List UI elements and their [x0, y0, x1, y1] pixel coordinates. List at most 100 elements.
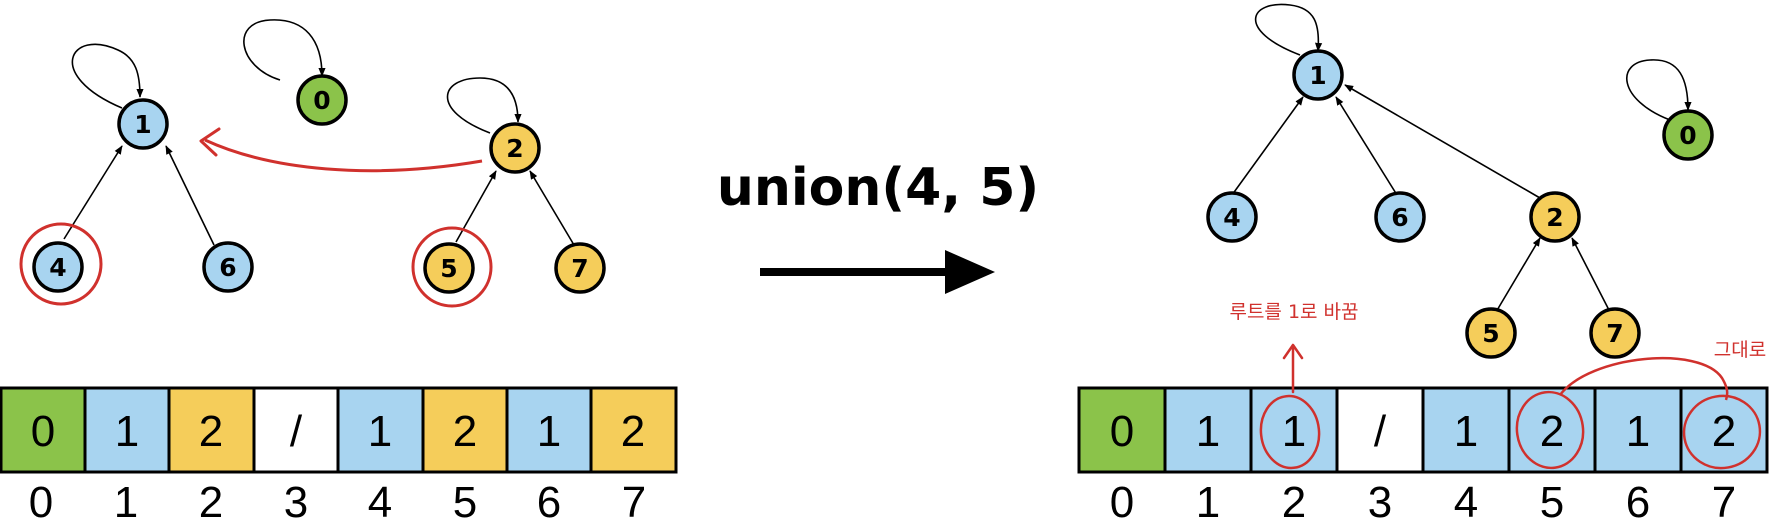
self-loop-2	[446, 77, 522, 134]
after-self-loop-1	[1254, 3, 1323, 56]
node-1-label: 1	[134, 110, 151, 139]
after-cell-1-value: 1	[1196, 407, 1220, 456]
before-graph: 1 0 2 4 6 5 7	[19, 19, 606, 308]
after-cell-7-value: 2	[1712, 407, 1736, 456]
after-index-2: 2	[1282, 478, 1306, 527]
annotation-circle-cell-2	[1259, 394, 1321, 470]
before-cell-5: 2	[421, 386, 509, 474]
annotation-circle-cell-5	[1515, 390, 1585, 470]
node-2-label: 2	[506, 134, 523, 163]
after-node-7: 7	[1589, 307, 1641, 359]
edge-4-1	[63, 145, 123, 240]
union-arrow	[204, 138, 483, 173]
after-index-7: 7	[1712, 478, 1736, 527]
after-cell-5: 2	[1507, 386, 1597, 474]
after-cell-3: /	[1335, 386, 1425, 474]
after-node-2: 2	[1529, 191, 1581, 243]
after-cell-5-value: 2	[1540, 407, 1564, 456]
node-5-label: 5	[440, 254, 457, 283]
before-array: 0 1 2 / 1 2 1 2	[0, 386, 678, 474]
after-node-2-label: 2	[1546, 203, 1563, 232]
after-node-0: 0	[1662, 109, 1714, 161]
annotation-root-changed: 루트를 1로 바꿈	[1229, 301, 1358, 323]
node-2: 2	[489, 122, 541, 174]
after-array: 0 1 1 / 1 2 1 2	[1077, 386, 1769, 474]
after-node-7-label: 7	[1606, 319, 1623, 348]
highlight-circle-5	[411, 226, 493, 308]
after-node-1-label: 1	[1309, 61, 1326, 90]
before-cell-4: 1	[336, 386, 425, 474]
after-cell-0-value: 0	[1110, 407, 1134, 456]
after-edge-5-2	[1495, 237, 1541, 313]
after-edge-7-2	[1571, 237, 1611, 313]
after-node-0-label: 0	[1679, 121, 1696, 150]
before-cell-1: 1	[83, 386, 171, 474]
after-cell-2-value: 1	[1282, 407, 1306, 456]
after-index-6: 6	[1626, 478, 1650, 527]
annotation-circle-cell-7	[1682, 394, 1762, 470]
before-cell-3-value: /	[290, 407, 303, 456]
before-cell-1-value: 1	[115, 407, 139, 456]
after-cell-6: 1	[1593, 386, 1683, 474]
after-edge-6-1	[1335, 96, 1398, 196]
before-index-4: 4	[368, 478, 392, 527]
after-graph: 1 0 4 6 2 5 7	[1206, 3, 1714, 359]
annotation-unchanged: 그대로	[1714, 339, 1766, 361]
after-index-4: 4	[1454, 478, 1478, 527]
edge-5-2	[455, 170, 497, 243]
after-node-6-label: 6	[1391, 203, 1408, 232]
after-self-loop-0	[1626, 59, 1692, 121]
self-loop-1	[71, 43, 144, 109]
after-node-1: 1	[1292, 49, 1344, 101]
before-cell-6-value: 1	[537, 407, 561, 456]
before-cell-7-value: 2	[621, 407, 645, 456]
before-index-2: 2	[199, 478, 223, 527]
before-cell-0-value: 0	[31, 407, 55, 456]
before-cell-7: 2	[589, 386, 678, 474]
after-cell-0: 0	[1077, 386, 1167, 474]
after-node-6: 6	[1374, 191, 1426, 243]
after-index-5: 5	[1540, 478, 1564, 527]
before-indices: 0 1 2 3 4 5 6 7	[29, 478, 646, 527]
before-cell-2-value: 2	[199, 407, 223, 456]
highlight-circle-4	[19, 222, 103, 306]
before-index-5: 5	[453, 478, 477, 527]
before-cell-2: 2	[167, 386, 256, 474]
node-0-label: 0	[313, 86, 330, 115]
node-1: 1	[117, 98, 169, 150]
node-6-label: 6	[219, 253, 236, 282]
edge-6-1	[165, 145, 215, 246]
node-7-label: 7	[571, 254, 588, 283]
after-edge-2-1	[1344, 84, 1541, 199]
annotation-arrow-up	[1282, 343, 1304, 394]
after-index-3: 3	[1368, 478, 1392, 527]
annotation-link-5-7	[1559, 356, 1729, 401]
node-0: 0	[296, 74, 348, 126]
node-5: 5	[423, 242, 475, 294]
before-cell-3: /	[252, 386, 340, 474]
before-index-0: 0	[29, 478, 53, 527]
after-node-4-label: 4	[1223, 203, 1240, 232]
before-index-3: 3	[284, 478, 308, 527]
after-cell-1: 1	[1163, 386, 1253, 474]
edge-7-2	[529, 170, 575, 246]
before-index-1: 1	[114, 478, 138, 527]
before-cell-0: 0	[0, 386, 87, 474]
node-7: 7	[554, 242, 606, 294]
after-indices: 0 1 2 3 4 5 6 7	[1110, 478, 1736, 527]
transition-arrow-head	[945, 250, 995, 294]
after-cell-7: 2	[1679, 386, 1769, 474]
before-cell-6: 1	[505, 386, 593, 474]
node-6: 6	[202, 241, 254, 293]
after-node-5-label: 5	[1482, 319, 1499, 348]
self-loop-0	[243, 19, 326, 81]
after-edge-4-1	[1231, 96, 1304, 196]
before-index-7: 7	[622, 478, 646, 527]
after-node-5: 5	[1465, 307, 1517, 359]
node-4: 4	[32, 241, 84, 293]
before-cell-5-value: 2	[453, 407, 477, 456]
after-cell-3-value: /	[1374, 407, 1387, 456]
after-cell-6-value: 1	[1626, 407, 1650, 456]
after-cell-2: 1	[1249, 386, 1339, 474]
